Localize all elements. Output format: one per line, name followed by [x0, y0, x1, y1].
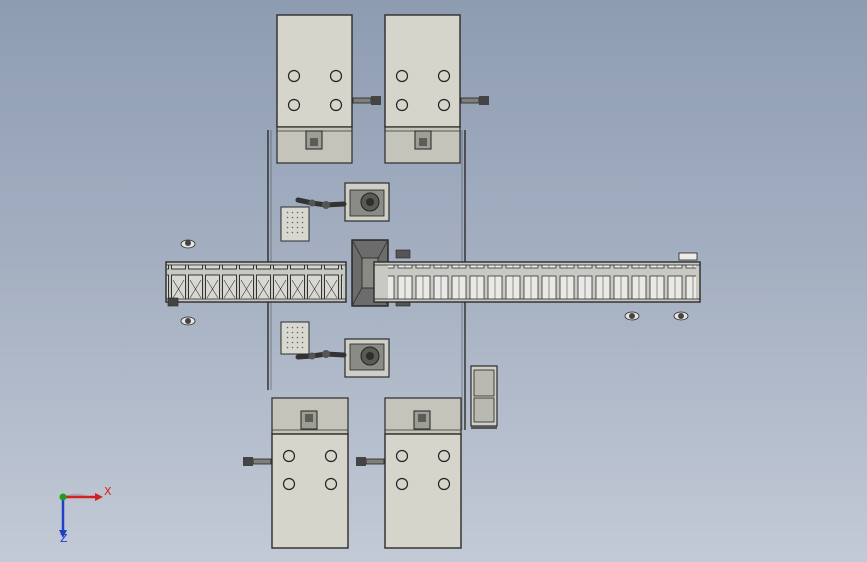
machine-bottom-left[interactable]: [243, 397, 349, 549]
x-axis-label: X: [104, 485, 112, 498]
robot-cell-top[interactable]: [280, 182, 390, 242]
outfeed-conveyor[interactable]: [373, 252, 701, 303]
operator-icon: [624, 311, 640, 321]
robot-arm-icon: [295, 197, 347, 209]
machine-top-right[interactable]: [384, 14, 489, 164]
coordinate-triad-icon: X Z: [59, 485, 112, 545]
operator-icon: [180, 316, 196, 326]
infeed-conveyor[interactable]: [165, 261, 347, 307]
machine-top-left[interactable]: [276, 14, 381, 164]
operator-icon: [673, 311, 689, 321]
operator-icon: [180, 239, 196, 249]
frame-rails: [267, 130, 466, 430]
robot-cell-bottom[interactable]: [280, 321, 390, 378]
machine-bottom-right[interactable]: [356, 397, 462, 549]
side-cabinet[interactable]: [470, 365, 498, 429]
z-axis-label: Z: [60, 532, 68, 545]
robot-arm-icon: [295, 350, 347, 360]
